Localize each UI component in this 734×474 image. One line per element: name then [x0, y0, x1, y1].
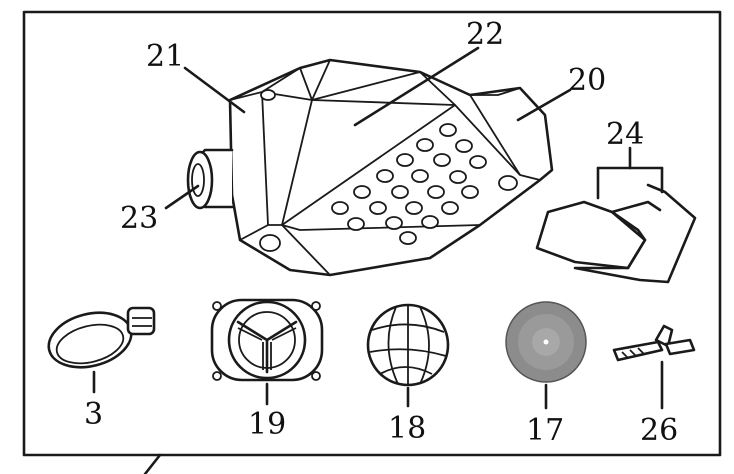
perforated-panel	[331, 123, 487, 245]
hose-clamp	[47, 306, 156, 394]
filter-cage	[366, 303, 450, 408]
gasket-pieces	[535, 183, 697, 284]
part-label-23: 23	[120, 201, 158, 236]
intake-tube	[186, 148, 234, 210]
air-box-housing	[228, 58, 554, 277]
part-label-3: 3	[84, 397, 103, 432]
frame-leader-line	[143, 453, 162, 474]
part-label-26: 26	[640, 413, 678, 448]
part-label-21: 21	[146, 39, 184, 74]
leader-lines-top	[164, 46, 664, 210]
wing-bolt	[612, 324, 696, 410]
foam-filter	[505, 301, 587, 410]
part-label-19: 19	[248, 407, 286, 442]
part-label-17: 17	[526, 413, 564, 448]
part-label-24: 24	[606, 117, 644, 152]
part-label-22: 22	[466, 17, 504, 52]
diagram-frame	[22, 10, 722, 457]
grille-cover	[210, 298, 324, 406]
part-label-20: 20	[568, 63, 606, 98]
part-label-18: 18	[388, 411, 426, 446]
part-labels: 21 22 20 24 23 3 19 18 17 26	[84, 17, 678, 448]
